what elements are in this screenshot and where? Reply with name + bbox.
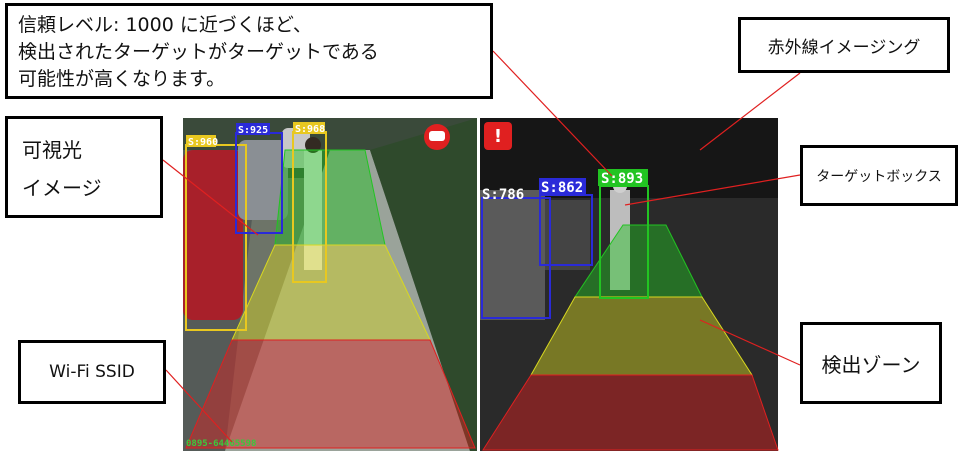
zone-far [274,149,386,246]
target-box-callout: ターゲットボックス [800,145,958,206]
visible-line-1: 可視光 [22,138,82,162]
detection-zone-callout: 検出ゾーン [800,322,942,404]
confidence-line-1: 信頼レベル: 1000 に近づくほど、 [18,14,312,36]
score-label-ir-3: S:893 [601,171,643,187]
red-car [183,150,243,320]
infrared-callout: 赤外線イメージング [738,17,950,73]
ssid-overlay-text: 0895-64465598 [186,439,256,449]
wifi-ssid-label: Wi-Fi SSID [49,362,135,382]
score-label-ir-2: S:862 [541,180,583,196]
leader-infrared [699,72,801,151]
ir-target-box-1 [481,197,551,319]
score-label-visible-2: S:925 [238,125,268,136]
ir-pedestrian-warning-icon [484,122,512,150]
zone-near [185,339,476,449]
confidence-line-3: 可能性が高くなります。 [18,68,226,90]
visible-light-image: S:960 S:925 S:968 0895-64465598 [183,118,477,451]
visible-line-2: イメージ [22,176,102,200]
target-box-label: ターゲットボックス [816,168,942,185]
score-label-ir-1: S:786 [482,187,524,203]
infrared-image: S:786 S:862 S:893 ! [480,118,779,451]
ir-pedestrian [610,190,630,290]
leader-visible [162,159,259,236]
leader-lines [162,50,801,443]
visible-light-callout: 可視光 イメージ [5,116,163,218]
silver-car [238,140,288,220]
score-label-visible-1: S:960 [188,137,218,148]
ir-vehicle [480,190,545,320]
svg-text:!: ! [494,126,502,147]
infrared-label: 赤外線イメージング [767,37,921,58]
pedestrian [304,150,322,270]
leader-confidence [492,50,613,177]
leader-wifi [165,369,233,443]
confidence-callout: 信頼レベル: 1000 に近づくほど、 検出されたターゲットがターゲットである … [5,3,493,99]
leader-zone [699,319,801,366]
confidence-line-2: 検出されたターゲットがターゲットである [18,41,379,63]
leader-target-box [624,174,801,206]
wifi-ssid-callout: Wi-Fi SSID [18,340,166,404]
ir-zone-near [482,374,779,451]
detection-zone-label: 検出ゾーン [821,352,921,377]
score-label-visible-3: S:968 [295,124,325,135]
